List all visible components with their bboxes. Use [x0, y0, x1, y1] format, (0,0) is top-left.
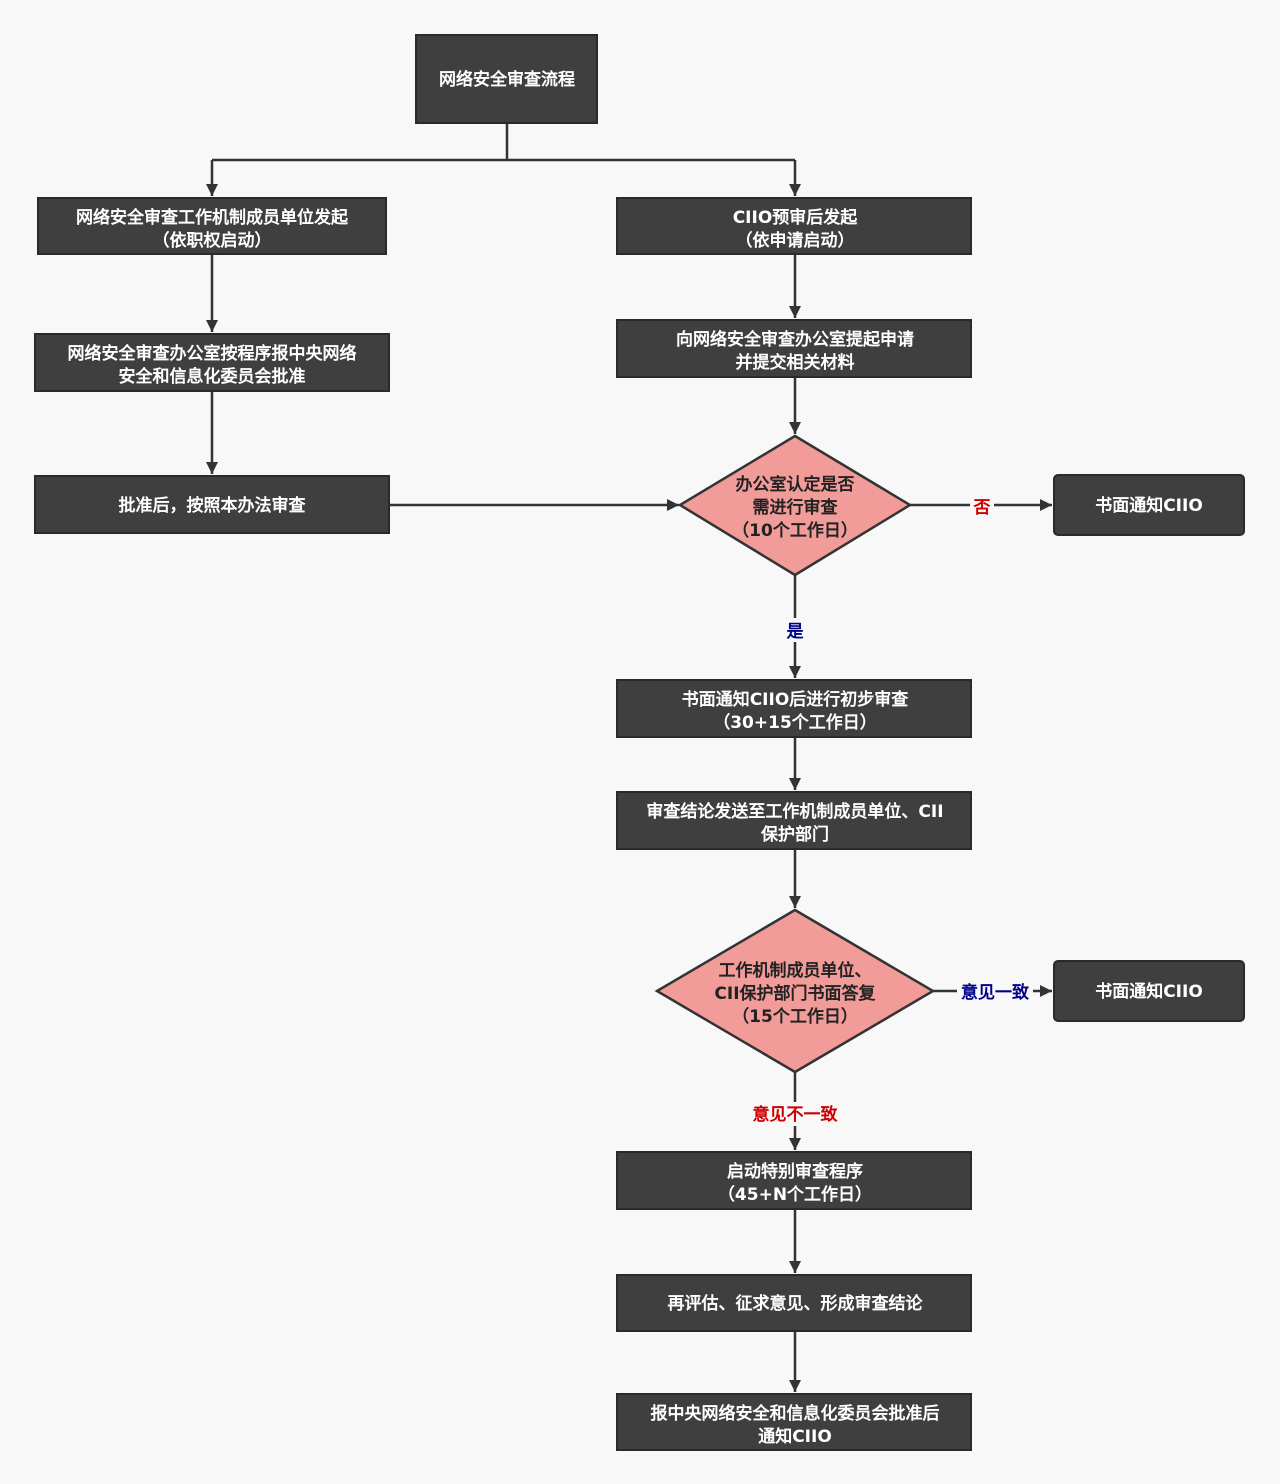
decision-reply: 工作机制成员单位、 CII保护部门书面答复 （15个工作日） [654, 908, 936, 1074]
node-initial-review: 书面通知CIIO后进行初步审查 （30+15个工作日） [616, 679, 972, 738]
edge-label-yes: 是 [787, 622, 804, 642]
node-special-review-line1: 启动特别审查程序 [727, 1161, 863, 1182]
node-start-official-line1: 网络安全审查工作机制成员单位发起 [76, 207, 349, 228]
nodes: 网络安全审查流程 网络安全审查工作机制成员单位发起 （依职权启动） CIIO预审… [34, 34, 1245, 1451]
decision-need-review: 办公室认定是否 需进行审查 （10个工作日） [677, 434, 913, 577]
edge-label-no: 否 [973, 498, 991, 518]
node-special-review-line2: （45+N个工作日） [718, 1184, 872, 1205]
node-office-report-line2: 安全和信息化委员会批准 [119, 366, 306, 387]
node-start-official-line2: （依职权启动） [153, 230, 272, 251]
node-start-application-line2: （依申请启动） [736, 230, 855, 251]
node-final-report-line2: 通知CIIO [758, 1426, 832, 1447]
node-title: 网络安全审查流程 [415, 34, 598, 124]
node-send-conclusion-line1: 审查结论发送至工作机制成员单位、CII [646, 801, 943, 822]
edge-label-disagree: 意见不一致 [753, 1104, 839, 1125]
node-approved-review-text: 批准后，按照本办法审查 [119, 495, 307, 516]
node-notify-ciio-2-text: 书面通知CIIO [1095, 981, 1203, 1002]
decision-need-review-line2: 需进行审查 [753, 497, 839, 518]
node-office-report: 网络安全审查办公室按程序报中央网络 安全和信息化委员会批准 [34, 333, 390, 392]
node-start-application-line1: CIIO预审后发起 [733, 207, 859, 228]
node-submit-application-line1: 向网络安全审查办公室提起申请 [676, 329, 914, 350]
node-send-conclusion-line2: 保护部门 [760, 824, 829, 845]
node-title-text: 网络安全审查流程 [439, 69, 575, 90]
decision-reply-line1: 工作机制成员单位、 [719, 960, 872, 981]
node-final-report: 报中央网络安全和信息化委员会批准后 通知CIIO [616, 1393, 972, 1451]
node-submit-application-line2: 并提交相关材料 [736, 352, 855, 373]
edge-label-agree: 意见一致 [961, 982, 1030, 1003]
node-final-report-line1: 报中央网络安全和信息化委员会批准后 [651, 1403, 940, 1424]
decision-need-review-line3: （10个工作日） [732, 520, 858, 541]
node-reassess: 再评估、征求意见、形成审查结论 [616, 1274, 972, 1332]
decision-reply-line3: （15个工作日） [732, 1006, 858, 1027]
node-approved-review: 批准后，按照本办法审查 [34, 475, 390, 534]
node-start-application: CIIO预审后发起 （依申请启动） [616, 197, 972, 255]
node-notify-ciio-2: 书面通知CIIO [1053, 960, 1245, 1022]
node-initial-review-line2: （30+15个工作日） [713, 712, 877, 733]
node-office-report-line1: 网络安全审查办公室按程序报中央网络 [68, 343, 357, 364]
decision-need-review-line1: 办公室认定是否 [736, 474, 855, 495]
edge-labels: 否 是 意见一致 意见不一致 [748, 495, 1033, 1126]
node-notify-ciio-1-text: 书面通知CIIO [1095, 495, 1203, 516]
node-initial-review-line1: 书面通知CIIO后进行初步审查 [682, 689, 910, 710]
node-notify-ciio-1: 书面通知CIIO [1053, 474, 1245, 536]
node-special-review: 启动特别审查程序 （45+N个工作日） [616, 1151, 972, 1210]
decision-reply-line2: CII保护部门书面答复 [714, 983, 876, 1004]
node-start-official: 网络安全审查工作机制成员单位发起 （依职权启动） [37, 197, 387, 255]
node-send-conclusion: 审查结论发送至工作机制成员单位、CII 保护部门 [616, 791, 972, 850]
node-reassess-text: 再评估、征求意见、形成审查结论 [668, 1293, 924, 1314]
node-submit-application: 向网络安全审查办公室提起申请 并提交相关材料 [616, 319, 972, 378]
